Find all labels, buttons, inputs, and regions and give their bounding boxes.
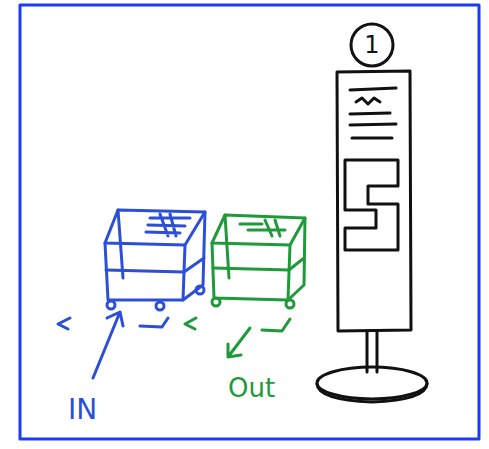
frame-border	[20, 5, 479, 439]
number-circle: 1	[349, 22, 395, 68]
in-cart	[58, 210, 205, 378]
out-cart	[185, 215, 305, 357]
in-label: IN	[68, 396, 97, 424]
kiosk-sign	[317, 71, 427, 402]
out-label: Out	[228, 375, 275, 401]
circle-shape	[351, 24, 393, 66]
callout-number: 1	[364, 33, 379, 57]
